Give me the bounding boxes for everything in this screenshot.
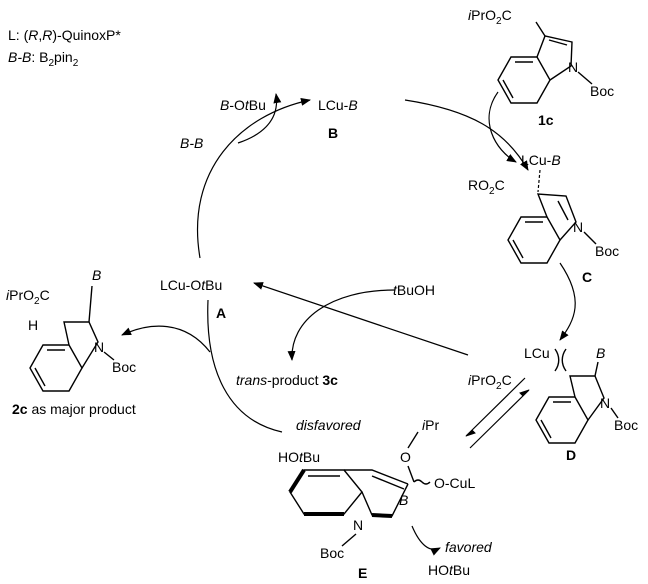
species-e-label: E — [358, 565, 367, 581]
arrow-d-to-a — [253, 282, 469, 356]
n-atom-e: N — [353, 517, 363, 533]
ipro2c-d: iPrO2C — [468, 372, 512, 392]
arrow-boronate-out — [237, 93, 282, 144]
boc-e: Boc — [320, 545, 344, 561]
ipr-e: iPr — [422, 417, 439, 433]
boc-c: Boc — [595, 243, 619, 259]
disfavored-label: disfavored — [296, 417, 362, 433]
arrow-1c-in — [488, 91, 517, 163]
tbuoh-reagent: tBuOH — [393, 282, 435, 298]
ipro2c-2c: iPrO2C — [6, 287, 50, 307]
b-atom-d: B — [596, 345, 605, 361]
boc-1c: Boc — [590, 83, 614, 99]
species-a-formula: LCu-OtBu — [160, 277, 222, 293]
arrow-b-to-c — [404, 99, 529, 171]
steric-clash-left — [554, 348, 560, 372]
benzene-ring-1c — [497, 56, 551, 104]
species-b-formula: LCu-B — [318, 97, 358, 113]
ocul-e: O-CuL — [434, 475, 475, 491]
compound-1c-label: 1c — [538, 112, 554, 128]
b-atom-2c: B — [92, 267, 101, 283]
benzene-ring-d — [535, 396, 589, 444]
legend-ligand: L: (R,R)-QuinoxP* — [8, 27, 121, 43]
compound-2c: iPrO2C B H N Boc — [6, 267, 136, 392]
compound-c: LCu-B RO2C N Boc C — [468, 152, 619, 285]
diboron-reagent: B-B — [180, 135, 203, 151]
ipro2c-1c: iPrO2C — [468, 7, 512, 27]
hotbu-favored: HOtBu — [428, 562, 470, 578]
boc-d: Boc — [614, 417, 638, 433]
cycle-arrows — [121, 91, 576, 556]
compound-e: iPr O O-CuL B N Boc E — [288, 417, 475, 581]
lcu-b-c: LCu-B — [521, 152, 561, 168]
benzene-ring-c — [507, 216, 561, 264]
boronate-byproduct: B-OtBu — [220, 97, 266, 113]
b-atom-e: B — [399, 492, 408, 508]
arrow-favored — [411, 525, 441, 556]
benzene-ring-2c — [29, 344, 83, 392]
equilibrium-forward — [465, 377, 526, 437]
boc-2c: Boc — [112, 359, 136, 375]
o-atom-e: O — [400, 449, 411, 465]
major-product-label: 2c as major product — [12, 401, 136, 417]
n-atom-d: N — [600, 395, 610, 411]
arrow-e-to-a — [207, 299, 283, 433]
legend: L: (R,R)-QuinoxP* B-B: B2pin2 — [8, 27, 121, 69]
steric-clash-right — [561, 348, 567, 372]
species-c-label: C — [582, 269, 592, 285]
ro2c-c: RO2C — [468, 177, 505, 197]
h-atom-2c: H — [28, 317, 38, 333]
lcu-d: LCu — [524, 345, 550, 361]
n-atom-c: N — [573, 219, 583, 235]
species-a-label: A — [216, 305, 226, 321]
arrow-trans-product — [287, 289, 396, 361]
equilibrium-back — [469, 389, 530, 449]
wavy-bond-e — [413, 479, 431, 485]
arrow-to-2c — [121, 325, 211, 353]
trans-product-label: trans-product 3c — [236, 372, 338, 388]
compound-1c: iPrO2C N Boc 1c — [468, 7, 614, 128]
favored-label: favored — [445, 539, 493, 555]
compound-d: LCu iPrO2C B N Boc D — [468, 345, 638, 463]
species-d-label: D — [566, 447, 576, 463]
arrow-a-to-b — [196, 97, 311, 259]
hotbu-disfavored: HOtBu — [278, 449, 320, 465]
arrow-c-to-d — [559, 262, 576, 341]
legend-boron: B-B: B2pin2 — [8, 49, 79, 69]
n-atom-1c: N — [568, 59, 578, 75]
n-atom-2c: N — [94, 339, 104, 355]
species-b-label: B — [328, 125, 338, 141]
